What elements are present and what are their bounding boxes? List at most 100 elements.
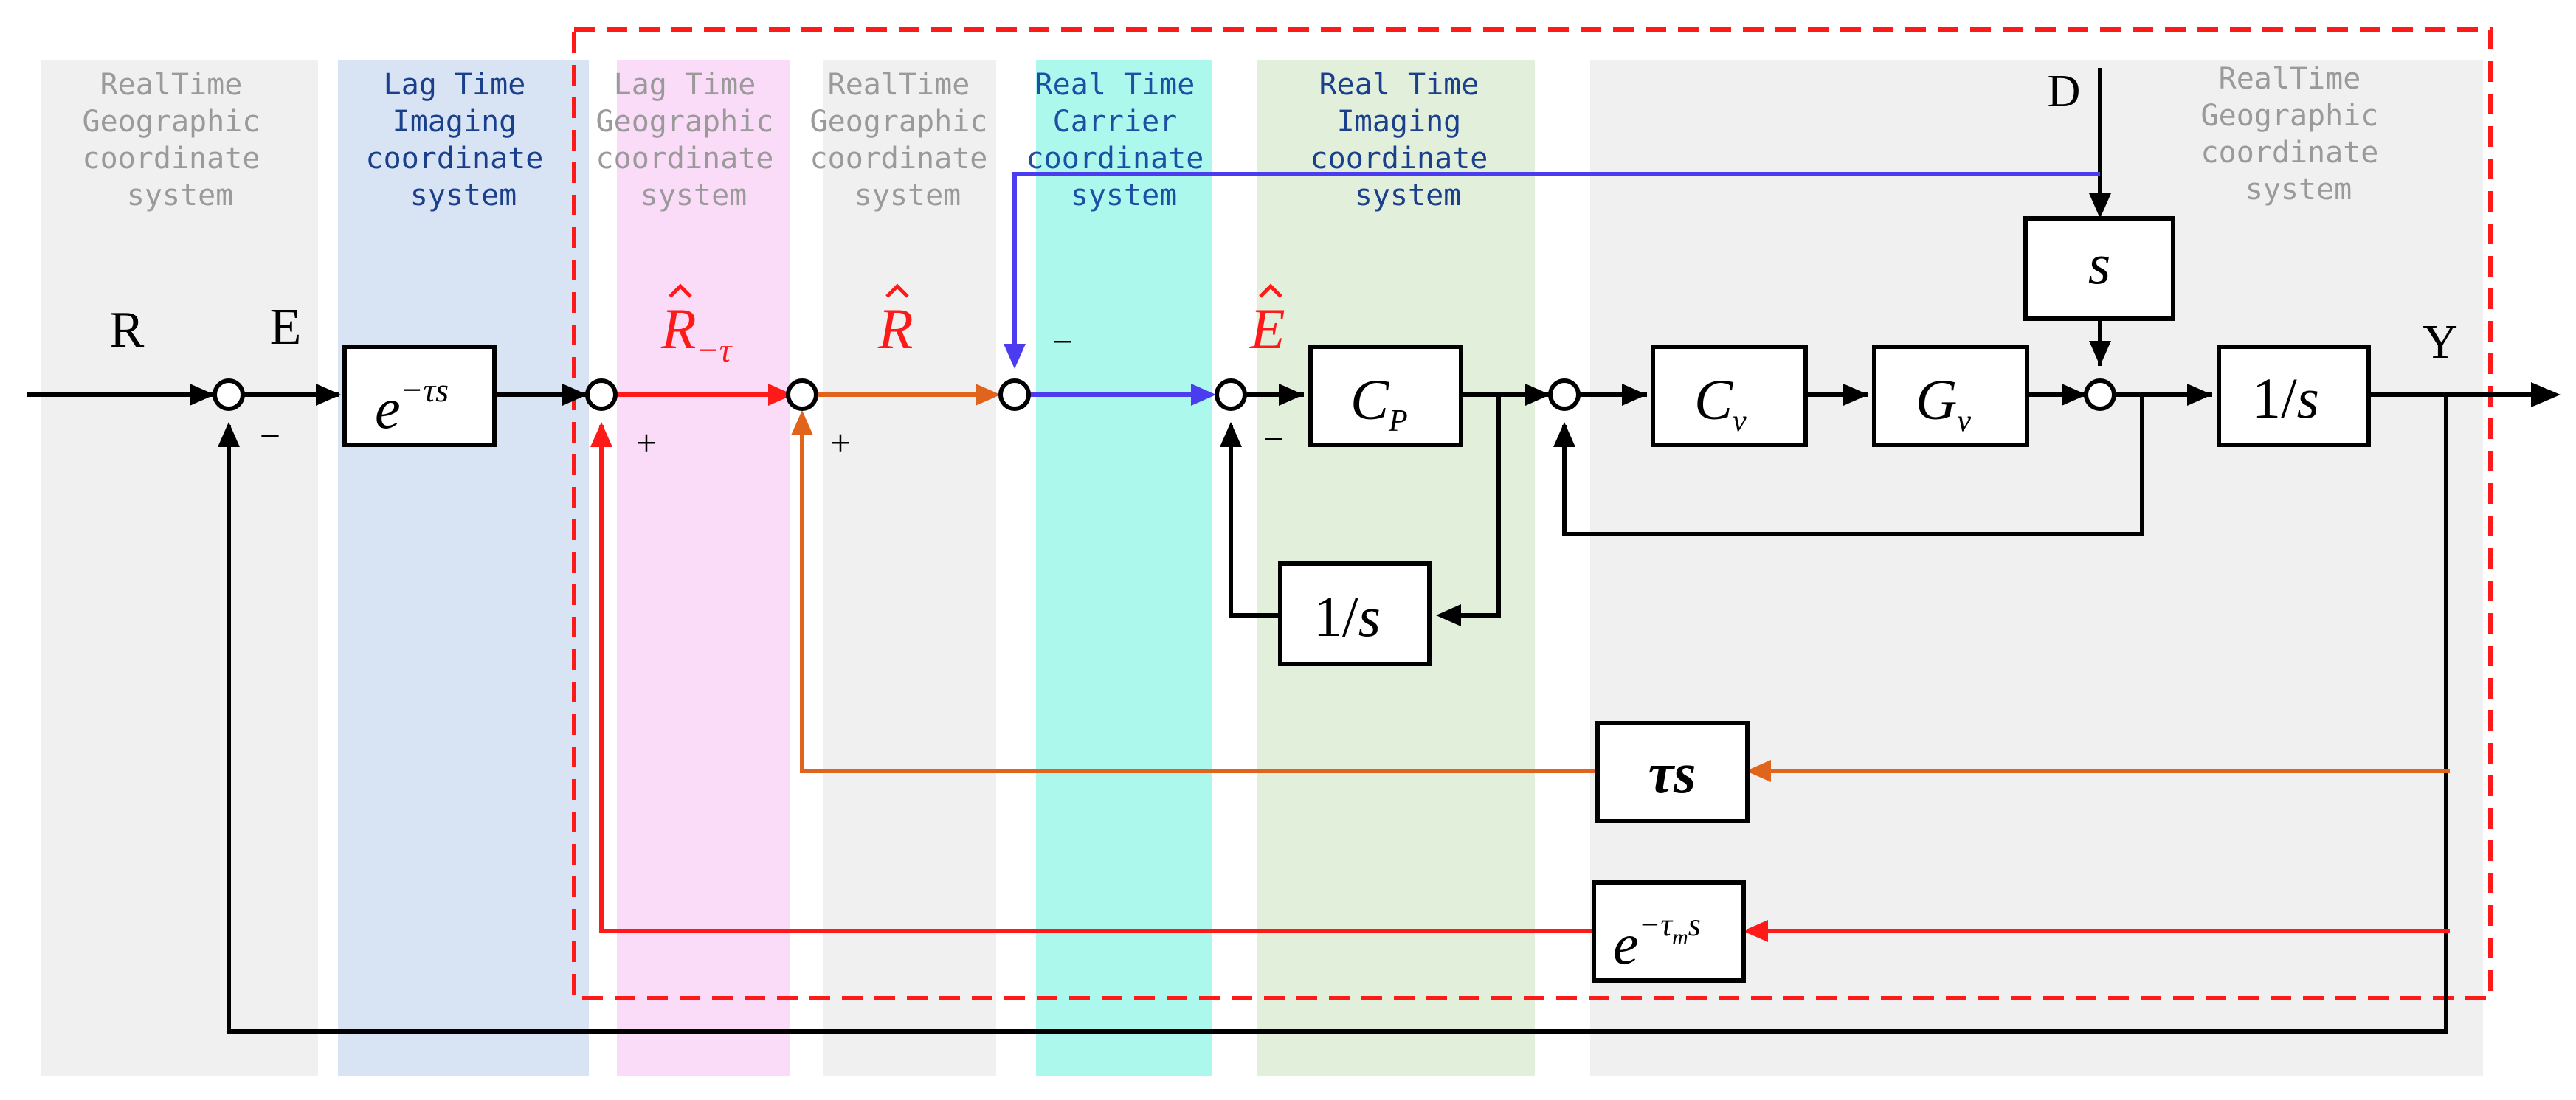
band-b4-line3: coordinate [810,142,988,176]
delay-base: e [375,376,401,440]
sum-junction-1 [213,378,245,411]
sum-junction-6 [1548,378,1581,411]
band-label-b1: RealTime Geographic coordinate system [83,68,278,212]
main-int-var: s [2297,366,2319,430]
cv-sub: v [1733,404,1747,438]
sum-junction-7 [2084,378,2116,411]
band-b7-line4: system [2245,173,2352,207]
gv-base: G [1916,367,1957,432]
band-b6-line3: coordinate [1311,142,1488,176]
main-integrator-block [2217,345,2371,447]
orange-wires [800,392,2450,773]
band-b3-line2: Geographic [596,105,774,139]
signal-labels: R E Y D R−τ R E [110,66,2458,369]
meas-delay-block [1592,880,1746,983]
meas-delay-supend: s [1688,907,1701,943]
coordinate-bands [41,60,2483,1076]
band-b6-line4: system [1355,179,1462,212]
r-hat-lag-base: R [660,297,697,361]
delay-sup: −τs [401,371,449,409]
red-arrowheads [590,384,1768,942]
sum-junction-2 [585,378,618,411]
signal-Y: Y [2423,315,2458,369]
band-b5-line3: coordinate [1026,142,1204,176]
band-b7-line3: coordinate [2201,136,2379,170]
band-realtime-geographic-2 [823,60,996,1076]
cp-block [1308,345,1463,447]
r-hat-caret [885,283,909,298]
delay-block-label: e−τs [375,371,449,440]
cp-sub: P [1388,404,1408,438]
meas-delay-base: e [1613,912,1639,976]
band-b5-line1: Real Time [1035,68,1195,102]
band-b1-line4: system [127,179,234,212]
meas-delay-label: e−τms [1613,907,1701,976]
meas-delay-supsub: m [1672,925,1688,949]
main-int-slash: / [2281,366,2297,430]
band-label-b6: Real Time Imaging coordinate system [1311,68,1506,212]
band-b2-line2: Imaging [393,105,517,139]
sum-junction-5 [1215,378,1247,411]
sign-sj4: − [1052,321,1073,362]
inner-integrator-label: 1/s [1313,584,1381,648]
band-b1-line3: coordinate [83,142,260,176]
delay-block [342,345,497,447]
sum-junction-4 [998,378,1031,411]
band-b2-line1: Lag Time [384,68,526,102]
inner-int-var: s [1358,584,1381,648]
band-label-b4: RealTime Geographic coordinate system [810,68,1006,212]
inner-int-slash: / [1342,584,1358,648]
gv-block-label: Gv [1916,367,1971,438]
blue-arrowheads [1004,344,1216,406]
band-b2-line4: system [410,179,517,212]
band-b1-line1: RealTime [100,68,243,102]
band-b7-line2: Geographic [2201,99,2379,133]
signal-E: E [270,299,302,356]
band-lagtime-imaging [338,60,589,1076]
summing-junctions [213,378,2116,411]
signal-D: D [2048,66,2081,117]
sign-sj1: − [260,415,280,457]
cv-base: C [1694,367,1733,432]
signal-E-hat: E [1249,297,1285,361]
signal-R: R [110,302,145,359]
inner-integrator-block [1278,561,1432,666]
s-block-label: s [2088,232,2110,296]
cv-block-label: Cv [1694,367,1747,438]
meas-delay-sup: −τ [1639,907,1674,943]
s-block [2023,216,2175,321]
blocks: e−τs CP 1/s Cv Gv s 1/s τs [342,216,2371,983]
sign-sj3: + [830,422,851,463]
e-hat-caret [1259,283,1282,298]
r-hat-lag-sub: −τ [697,331,733,369]
r-hat-lag-caret [669,283,692,298]
band-b5-line2: Carrier [1053,105,1178,139]
band-realtime-geographic-1 [41,60,318,1076]
signal-R-hat: R [877,297,914,361]
black-arrowheads [190,193,2561,626]
band-b3-line3: coordinate [596,142,774,176]
sign-sj5: − [1263,418,1284,460]
red-wires [599,392,2450,933]
cp-block-label: CP [1350,367,1408,438]
sign-sj2: + [636,422,657,463]
inner-int-num: 1 [1313,584,1342,648]
signal-R-hat-lag: R−τ [660,297,733,369]
band-b1-line2: Geographic [83,105,260,139]
blue-wires [1012,172,2100,397]
junction-signs: − + + − − [260,321,1284,463]
red-dashed-frame [572,27,2493,1000]
band-b3-line4: system [640,179,747,212]
orange-arrowheads [791,384,1771,782]
band-b4-line1: RealTime [828,68,970,102]
tau-s-block [1595,721,1750,823]
main-integrator-label: 1/s [2252,366,2319,430]
main-int-num: 1 [2252,366,2281,430]
band-label-b7: RealTime Geographic coordinate system [2201,62,2397,207]
band-b2-line3: coordinate [366,142,544,176]
band-label-b5: Real Time Carrier coordinate system [1026,68,1222,212]
gv-block [1872,345,2029,447]
band-b3-line1: Lag Time [614,68,756,102]
cp-base: C [1350,367,1389,432]
